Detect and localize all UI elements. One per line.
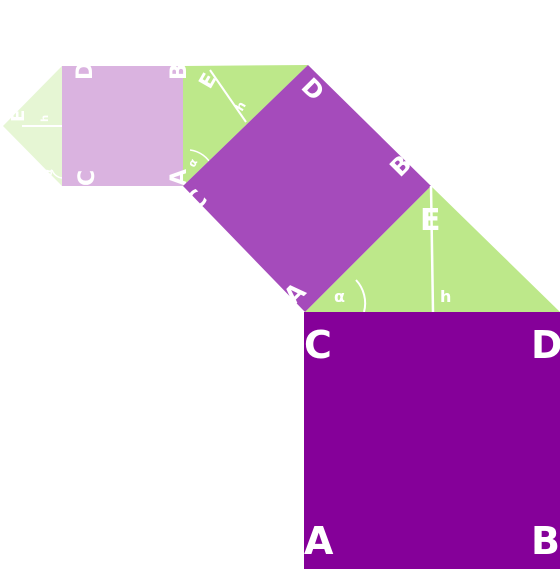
middle-square — [183, 65, 431, 312]
small-square — [62, 66, 183, 186]
large-label-bottom-right: B — [531, 519, 560, 563]
tiny-foot-label: E — [8, 110, 29, 122]
middle-angle-label: α — [334, 287, 345, 306]
small-label-top-right: B — [167, 63, 192, 80]
middle-height-line — [429, 185, 435, 313]
tiny-height-label: h — [40, 115, 51, 122]
small-label-bottom-left: C — [75, 170, 100, 186]
middle-foot-label: E — [420, 203, 441, 238]
large-label-top-left: C — [304, 323, 332, 367]
tiny-angle-arc — [51, 169, 63, 179]
middle-height-label: h — [440, 287, 451, 306]
middle-angle-arc — [355, 279, 367, 313]
large-square — [304, 312, 560, 569]
tiny-angle-label: α — [44, 169, 55, 176]
small-label-top-left: D — [73, 62, 98, 80]
small-label-bottom-right: A — [167, 169, 192, 186]
large-label-bottom-left: A — [304, 519, 334, 563]
small-height-line — [209, 69, 247, 123]
large-label-top-right: D — [531, 323, 560, 367]
